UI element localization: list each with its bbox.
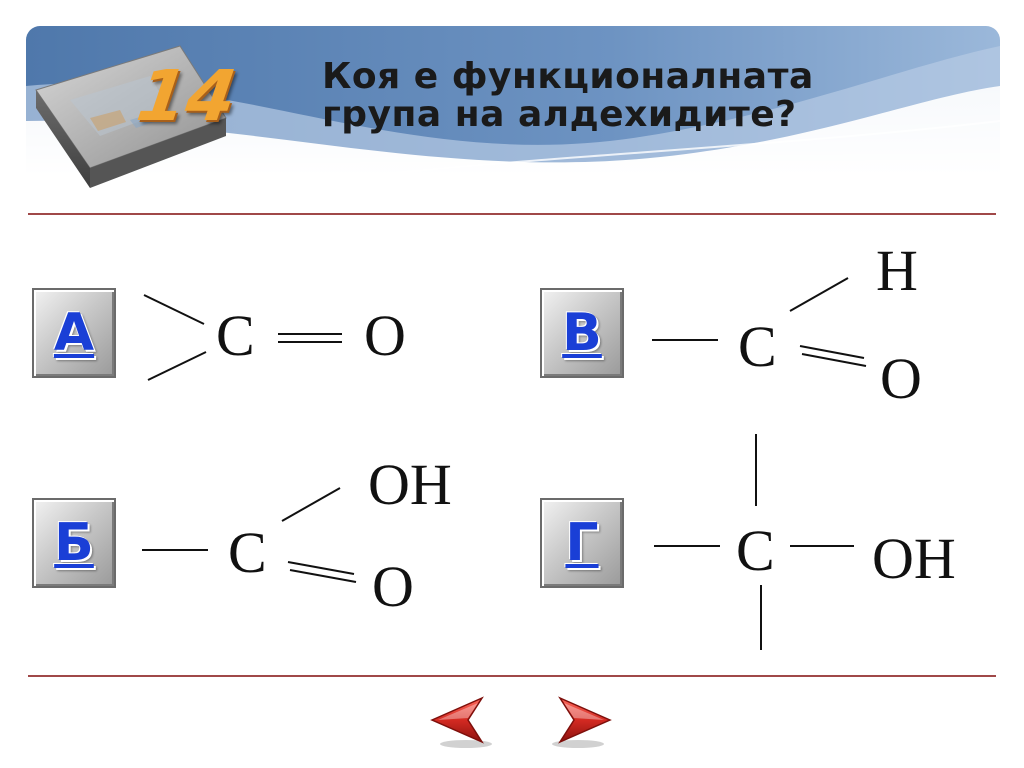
formula-v-atom-h: H xyxy=(876,238,918,303)
formula-a-atom-o: O xyxy=(364,303,406,368)
answer-b-button[interactable]: Б xyxy=(32,498,116,588)
top-divider xyxy=(28,213,996,215)
answer-v-button[interactable]: В xyxy=(540,288,624,378)
formula-v-bond-h xyxy=(789,277,849,312)
formula-a-atom-c: C xyxy=(216,303,255,368)
header-banner xyxy=(26,26,1000,176)
formula-a-bond-upper xyxy=(143,294,205,325)
left-arrow-icon xyxy=(430,696,492,748)
formula-b-bond-oh xyxy=(281,487,341,522)
formula-b-atom-o: O xyxy=(372,554,414,619)
bottom-divider xyxy=(28,675,996,677)
formula-v xyxy=(652,277,867,367)
formula-g xyxy=(654,434,854,650)
right-arrow-icon xyxy=(552,696,612,748)
formula-v-atom-o: O xyxy=(880,346,922,411)
slide-number-badge xyxy=(30,40,230,200)
formula-a-bond-lower xyxy=(147,351,207,381)
answer-g-button[interactable]: Г xyxy=(540,498,624,588)
formula-v-atom-c: C xyxy=(738,314,777,379)
next-slide-button[interactable] xyxy=(548,694,614,754)
badge-tile-icon xyxy=(35,45,227,188)
question-title: Коя е функционалната група на алдехидите… xyxy=(322,56,814,135)
formula-g-atom-oh: OH xyxy=(872,526,956,591)
answer-b-label: Б xyxy=(54,513,94,573)
formula-a xyxy=(143,294,342,381)
previous-slide-button[interactable] xyxy=(428,694,494,754)
answer-a-label: А xyxy=(53,303,95,363)
formula-b-double-bond-1 xyxy=(287,561,355,575)
formula-g-atom-c: C xyxy=(736,518,775,583)
answer-g-label: Г xyxy=(565,513,599,573)
header-wave-background xyxy=(26,26,1000,176)
formula-v-double-bond-2 xyxy=(801,353,867,367)
formula-v-double-bond-1 xyxy=(799,345,865,359)
formula-b-atom-oh: OH xyxy=(368,452,452,517)
answer-a-button[interactable]: А xyxy=(32,288,116,378)
formula-b xyxy=(142,487,357,583)
formula-b-atom-c: C xyxy=(228,520,267,585)
formula-b-double-bond-2 xyxy=(289,569,357,583)
answer-v-label: В xyxy=(562,303,602,363)
